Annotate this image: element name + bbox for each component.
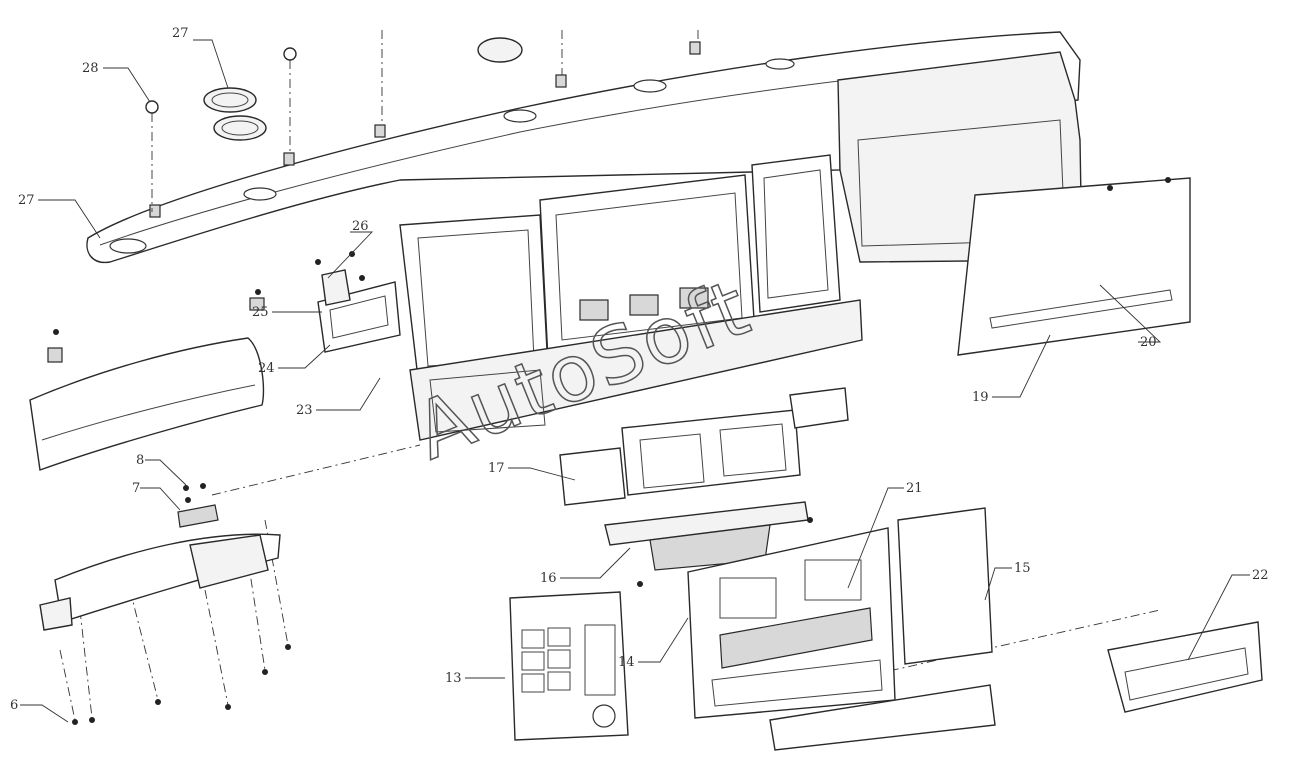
callout-leaders — [20, 39, 1250, 723]
defrost-vents — [145, 37, 523, 141]
cluster-housing — [399, 154, 863, 441]
left-trim-parts — [249, 251, 401, 353]
callout-26: 26 — [352, 219, 369, 234]
callout-17: 17 — [488, 461, 505, 476]
callout-27-top: 27 — [172, 26, 189, 41]
side-cover-panel — [897, 507, 993, 665]
callout-16: 16 — [540, 571, 557, 586]
callout-27: 27 — [18, 193, 35, 208]
callout-25: 25 — [252, 305, 269, 320]
callout-22: 22 — [1252, 568, 1269, 583]
callout-labels: 28 27 27 26 25 24 23 8 7 6 17 16 13 14 2… — [10, 26, 1269, 713]
callout-13: 13 — [445, 671, 462, 686]
callout-14: 14 — [618, 655, 635, 670]
switch-panel — [509, 591, 629, 741]
callout-19: 19 — [972, 390, 989, 405]
callout-21: 21 — [906, 481, 923, 496]
storage-tray — [1107, 621, 1263, 713]
callout-7: 7 — [132, 481, 140, 496]
callout-20: 20 — [1140, 335, 1157, 350]
left-side-panel — [29, 329, 265, 471]
callout-6: 6 — [10, 698, 18, 713]
center-vents — [559, 387, 849, 587]
callout-8: 8 — [136, 453, 144, 468]
callout-23: 23 — [296, 403, 313, 418]
callout-15: 15 — [1014, 561, 1031, 576]
glovebox-lid — [957, 177, 1191, 356]
callout-24: 24 — [258, 361, 275, 376]
center-console — [687, 527, 996, 751]
callout-28: 28 — [82, 61, 99, 76]
lower-left-cover — [39, 483, 291, 725]
